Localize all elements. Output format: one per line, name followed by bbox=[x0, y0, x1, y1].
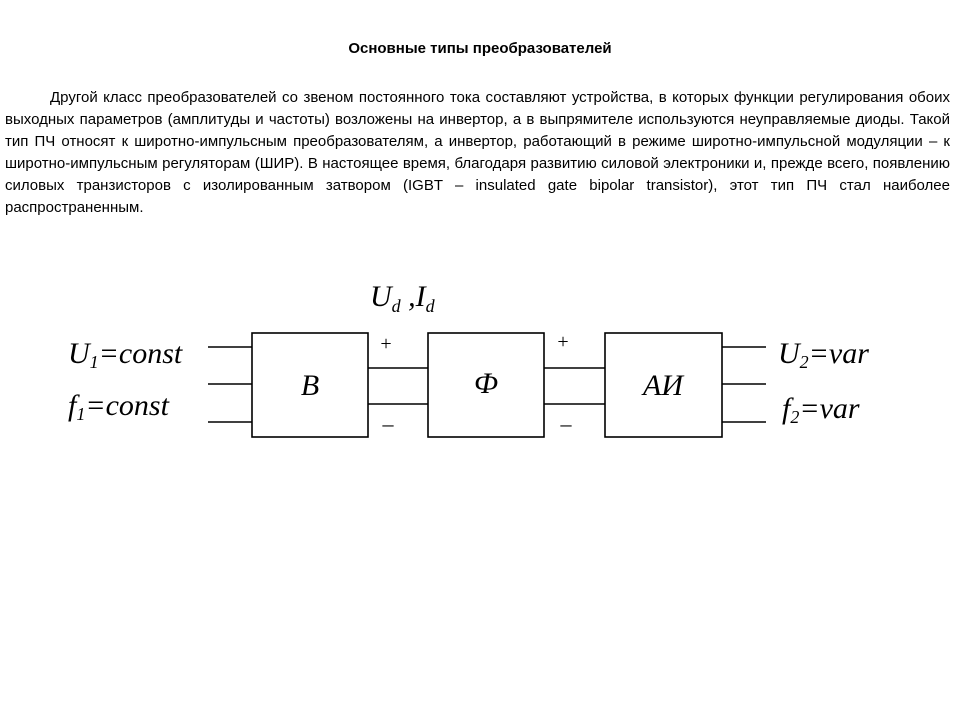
input-voltage-symbol: U bbox=[68, 337, 92, 370]
output-voltage-symbol: U bbox=[778, 337, 802, 370]
input-frequency-label: f1=const bbox=[68, 389, 170, 424]
filter-block bbox=[427, 332, 545, 438]
rectifier-block bbox=[251, 332, 369, 438]
dc-link-label: Ud ,Id bbox=[370, 280, 436, 316]
input-terminals bbox=[208, 346, 252, 423]
input-voltage-value: =const bbox=[99, 337, 183, 370]
dc-link-2-plus-sign: + bbox=[557, 331, 568, 353]
output-voltage-value: =var bbox=[809, 337, 870, 370]
dc-label-separator: , bbox=[401, 280, 416, 313]
filter-label: Ф bbox=[474, 367, 498, 400]
input-voltage-subscript: 1 bbox=[90, 352, 99, 372]
output-voltage-label: U2=var bbox=[778, 337, 869, 372]
output-frequency-label: f2=var bbox=[782, 392, 860, 427]
dc-link-1-plus-sign: + bbox=[380, 333, 391, 355]
inverter-label: АИ bbox=[641, 369, 685, 402]
rectifier-label: B bbox=[301, 369, 319, 402]
dc-current-subscript: d bbox=[426, 296, 436, 316]
input-frequency-subscript: 1 bbox=[76, 404, 85, 424]
output-frequency-subscript: 2 bbox=[790, 407, 799, 427]
dc-link-2 bbox=[544, 367, 605, 405]
dc-link-2-minus-sign: – bbox=[560, 411, 573, 436]
dc-link-1 bbox=[368, 367, 428, 405]
dc-link-1-minus-sign: – bbox=[382, 411, 395, 436]
input-voltage-label: U1=const bbox=[68, 337, 183, 372]
input-frequency-value: =const bbox=[85, 389, 169, 422]
inverter-block bbox=[604, 332, 723, 438]
dc-voltage-subscript: d bbox=[392, 296, 402, 316]
body-paragraph: Другой класс преобразователей со звеном … bbox=[5, 89, 950, 216]
output-voltage-subscript: 2 bbox=[800, 352, 809, 372]
output-terminals bbox=[722, 346, 766, 423]
dc-voltage-symbol: U bbox=[370, 280, 394, 313]
output-frequency-value: =var bbox=[799, 392, 860, 425]
dc-current-symbol: I bbox=[415, 280, 428, 313]
page-title: Основные типы преобразователей bbox=[348, 40, 612, 57]
